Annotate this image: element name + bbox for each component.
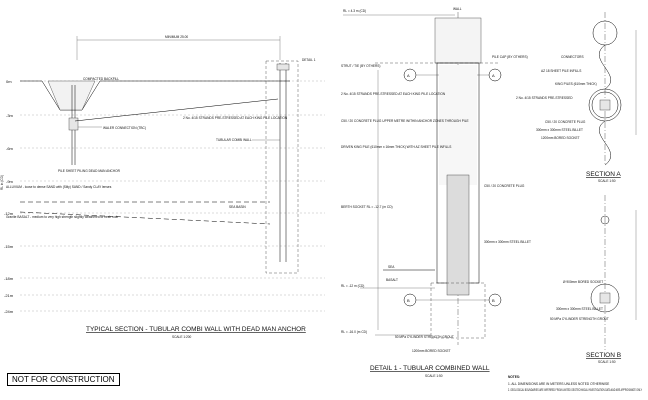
waler-connection — [68, 117, 79, 131]
section-a-scale: SCALE 1:50 — [598, 179, 616, 183]
berth-socket-label: BERTH SOCKET RL = -12.7 (m CD) — [341, 205, 393, 209]
pile-cap — [434, 17, 482, 64]
billet-b-label: 300mm x 300mm STEEL BILLET — [556, 307, 603, 311]
detail-1-boundary — [265, 60, 299, 274]
az-label: AZ 18 SHEET PILE INFILLS — [541, 69, 581, 73]
concrete-plug-upper — [439, 65, 477, 185]
pile-cap — [276, 63, 290, 71]
detail-1: WALL RL = 4.3 m (CD) PILE CAP (BY OTHERS… — [341, 7, 531, 378]
plug-a-label: C50 / 20 CONCRETE PLUG — [545, 120, 586, 124]
steel-billet — [446, 174, 470, 296]
typical-section-scale: SCALE 1:200 — [172, 335, 192, 339]
not-for-construction-stamp: NOT FOR CONSTRUCTION — [7, 373, 120, 386]
waler-label: WALER CONNECTION (TBC) — [103, 126, 146, 130]
section-a-marker — [403, 68, 417, 82]
section-b-marker — [488, 293, 502, 307]
section-b: Ø 900mm BORED SOCKET 300mm x 300mm STEEL… — [550, 195, 637, 364]
king-label: KING PILES (610mm THICK) — [555, 82, 597, 86]
typical-section: 0m -3m -6m -9m -12m -15m -18m -21m -24m … — [0, 35, 325, 339]
combi-wall-label: TUBULAR COMBI WALL — [216, 138, 252, 142]
bored-socket-plan — [590, 283, 620, 313]
grout-b-label: 50 MPa CYLINDER STRENGTH GROUT — [550, 317, 609, 321]
bedrock-boundary — [19, 211, 271, 225]
sheet-pile-infill — [598, 44, 612, 90]
bored-b-label: Ø 900mm BORED SOCKET — [563, 280, 603, 284]
grout-plan — [600, 215, 610, 225]
section-b-scale: SCALE 1:50 — [598, 360, 616, 364]
bedrock-label: Granite BASALT - medium to very high str… — [6, 215, 118, 219]
strands-a-label: 2 No. 4/15 STRANDS PRE-STRESSED — [516, 96, 573, 100]
alluvium-label: ALLUVIUM - loose to dense SAND with (Sil… — [6, 185, 112, 189]
detail-ref-label: DETAIL 1 — [302, 58, 316, 62]
sea-label: SEA — [388, 265, 395, 269]
steel-billet-plan — [599, 292, 611, 304]
detail-scale: SCALE 1:50 — [425, 374, 443, 378]
sheet-pile-infill — [598, 120, 612, 166]
detail-title: DETAIL 1 - TUBULAR COMBINED WALL — [370, 365, 490, 372]
section-a-title: SECTION A — [586, 171, 621, 178]
section-a: CONNECTORS AZ 18 SHEET PILE INFILLS KING… — [516, 12, 637, 183]
plug-label: C50 / 20 CONCRETE PLUG UPPER METRE WITHI… — [341, 119, 469, 123]
strut-label: STRUT / TIE (BY OTHERS) — [341, 64, 381, 68]
axis-label: RL in (CD) — [0, 175, 4, 190]
billet-a-label: 300mm x 300mm STEEL BILLET — [536, 128, 583, 132]
socket-a-label: 1200mm BORED SOCKET — [541, 136, 580, 140]
concrete-plug-label: C50 / 20 CONCRETE PLUG — [484, 184, 525, 188]
backfill-label: COMPACTED BACKFILL — [83, 77, 119, 81]
driven-pile-label: DRIVEN KING PILE (610mm x 16mm THICK) WI… — [341, 145, 451, 149]
anchor-label: PILE SHEET PILING DEAD MAN ANCHOR — [58, 169, 121, 173]
level-label: 0m — [6, 79, 12, 84]
level-label: -3m — [6, 113, 14, 118]
note-item: 1. ALL DIMENSIONS ARE IN METERS UNLESS N… — [508, 382, 609, 386]
connectors-label: CONNECTORS — [561, 55, 584, 59]
level-label: -21m — [4, 293, 14, 298]
level-label: -9m — [6, 179, 14, 184]
level-label: -24m — [4, 309, 14, 314]
level-label: -12m — [4, 211, 14, 216]
section-marker-letter: B — [492, 298, 495, 303]
section-marker-letter: A — [407, 73, 410, 78]
basalt-label: BASALT — [386, 278, 398, 282]
top-rl-label: RL = 4.3 m (CD) — [343, 9, 366, 13]
toe-rl-label: RL = -16.0 (m CD) — [341, 330, 367, 334]
notes-heading: NOTES: — [508, 375, 520, 379]
strands-label: 2 No. 4/15 STRANDS PRE-STRESSED AT EACH … — [341, 92, 446, 96]
notes: NOTES: 1. ALL DIMENSIONS ARE IN METERS U… — [508, 375, 643, 392]
note-item: 2. GEOLOGICAL BOUNDARIES ARE INFERRED FR… — [508, 388, 643, 392]
typical-section-title: TYPICAL SECTION - TUBULAR COMBI WALL WIT… — [86, 326, 306, 333]
pile-cap-label: PILE CAP (BY OTHERS) — [492, 55, 528, 59]
section-marker-letter: A — [492, 73, 495, 78]
bored-socket — [430, 282, 486, 339]
level-label: -18m — [4, 276, 14, 281]
strands-label: 2 No. 4/15 STRANDS PRE-STRESSED AT EACH … — [183, 116, 288, 120]
seabed-label: SEA BASIN — [229, 205, 246, 209]
section-marker-letter: B — [407, 298, 410, 303]
section-a-marker — [488, 68, 502, 82]
tie-rod — [74, 98, 279, 122]
level-label: -15m — [4, 244, 14, 249]
section-b-marker — [403, 293, 417, 307]
billet-label: 300mm x 300mm STEEL BILLET — [484, 240, 531, 244]
compacted-backfill-zone — [47, 80, 96, 111]
section-b-title: SECTION B — [586, 352, 621, 359]
wall-label: WALL — [453, 7, 462, 11]
bored-socket-label: 1200mm BORED SOCKET — [412, 349, 451, 353]
minimum-dimension-label: MINIMUM 25.00 — [165, 35, 188, 39]
grout-label: 50 MPa CYLINDER STRENGTH GROUT — [395, 335, 454, 339]
king-pile-inner — [591, 91, 619, 119]
mid-rl-label: RL = -12 m (CD) — [341, 284, 364, 288]
steel-billet-plan — [599, 99, 611, 111]
level-label: -6m — [6, 146, 14, 151]
